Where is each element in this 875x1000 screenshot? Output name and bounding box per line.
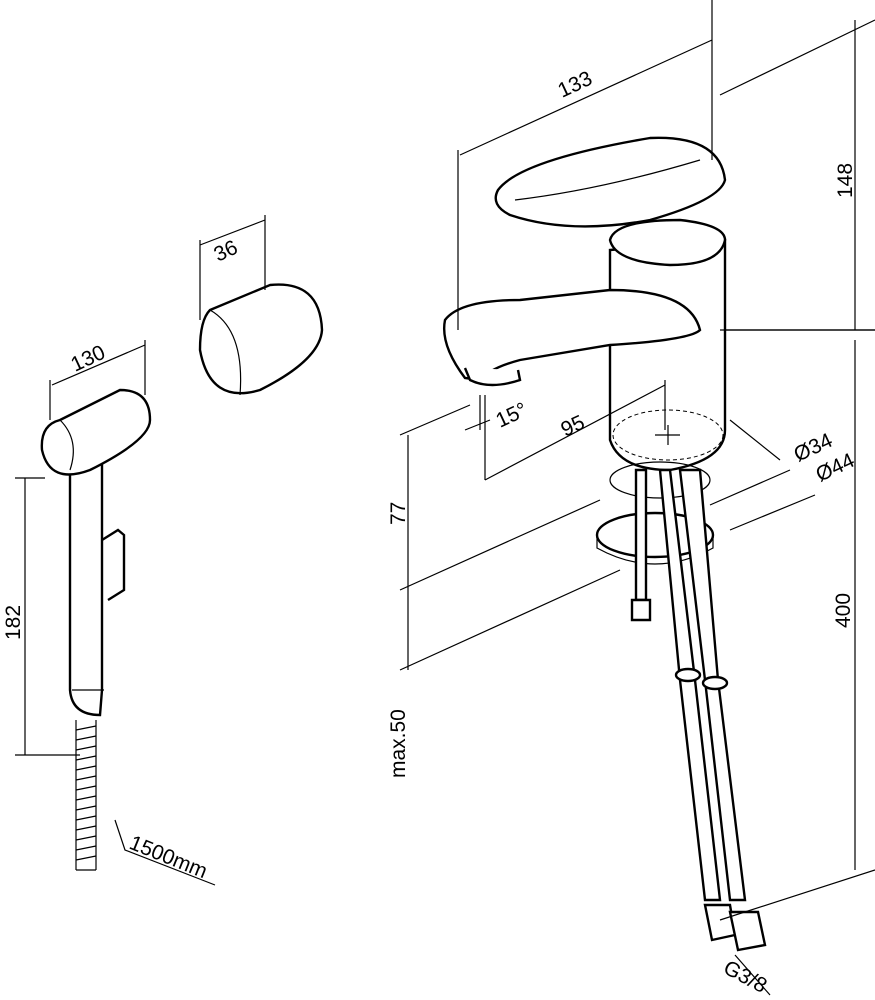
dimension-lines: [15, 0, 875, 996]
dim-shower-head: 130: [67, 341, 108, 377]
dim-hose-length: 400: [832, 593, 855, 628]
faucet: [443, 136, 727, 622]
dim-shower-hose: 1500mm: [126, 831, 210, 883]
dim-shower-height: 182: [2, 605, 25, 640]
shower-holder: [198, 283, 324, 396]
dim-max-countertop: max.50: [387, 709, 410, 778]
dim-spout-reach: 95: [557, 411, 588, 442]
dim-spout-length: 133: [554, 67, 595, 103]
dim-thread: G3/8: [720, 956, 771, 998]
supply-hoses: [658, 468, 767, 952]
hand-shower: [40, 388, 152, 871]
dim-holder-size: 36: [210, 236, 241, 267]
dim-faucet-height: 148: [834, 163, 857, 198]
dim-spout-clearance: 77: [387, 502, 410, 525]
dim-spout-angle: 15°: [492, 398, 531, 432]
